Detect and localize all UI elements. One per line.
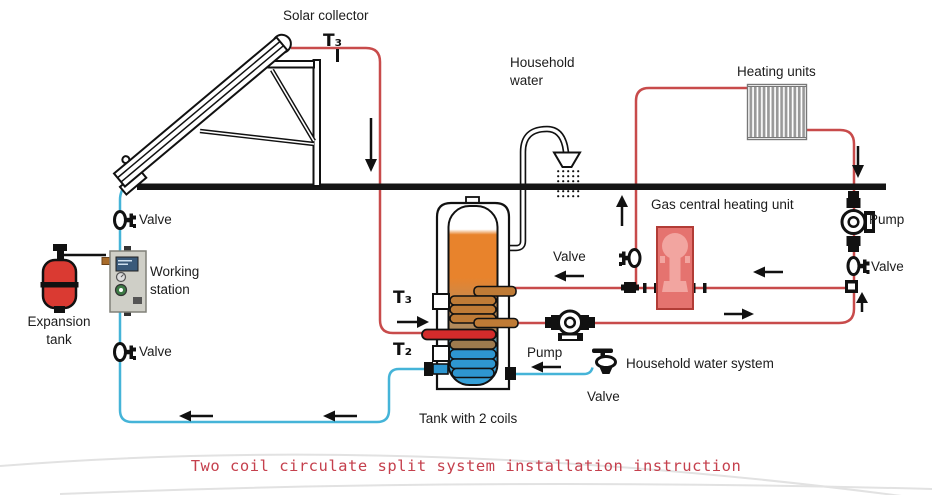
expansion-tank-icon [40, 244, 112, 313]
label-gas-central-heating-unit: Gas central heating unit [651, 197, 794, 212]
label-heating-units: Heating units [737, 64, 816, 79]
solar-return-pipe [118, 183, 436, 424]
solar-hot-pipe [291, 46, 424, 335]
label-tank-caption: Tank with 2 coils [419, 411, 518, 426]
shower-pipe [505, 125, 570, 252]
label-valve-left-top: Valve [139, 212, 172, 227]
tank-with-two-coils [421, 196, 519, 391]
radiator [746, 83, 808, 141]
label-household-water: Household water [510, 55, 575, 88]
arrow-down-solar [365, 118, 377, 172]
arrow-left-cold-feed [531, 361, 561, 373]
t2-sensor-stub [432, 345, 450, 362]
arrow-right-return [724, 308, 754, 320]
label-expansion-tank: Expansion tank [27, 314, 91, 347]
working-station-icon [109, 246, 147, 316]
label-household-water-system: Household water system [626, 356, 774, 371]
label-working-station: Working station [150, 264, 200, 297]
tee-fitting [845, 280, 858, 293]
label-valve-mid: Valve [553, 249, 586, 264]
valve-left-bottom-icon [113, 342, 136, 362]
label-t2-tank: T₂ [393, 340, 413, 360]
t3-sensor-stub [432, 293, 450, 310]
flow-arrows [179, 118, 868, 422]
pipe-union-fitting [621, 282, 639, 293]
label-t3-tank: T₃ [393, 288, 413, 308]
label-valve-left-bottom: Valve [139, 344, 172, 359]
solar-inlet-tube [421, 328, 497, 341]
gas-boiler [643, 226, 707, 310]
valve-mid-icon [619, 248, 642, 268]
cold-feed-pipe [516, 367, 594, 376]
shower-head-icon [552, 151, 582, 168]
label-valve-bottom: Valve [587, 389, 620, 404]
arrow-left-main [753, 266, 783, 278]
pump-center-icon [545, 309, 595, 341]
floor-line [137, 183, 886, 190]
t3-sensor-tick [336, 49, 339, 62]
arrow-up-boiler-supply [616, 195, 628, 226]
label-t3-top: T₃ [323, 31, 343, 51]
label-pump-center: Pump [527, 345, 563, 360]
label-valve-right: Valve [871, 259, 904, 274]
arrow-down-radiator [852, 146, 864, 178]
background-swoosh [0, 453, 932, 495]
valve-left-top-icon [113, 210, 136, 230]
arrow-up-tee [856, 292, 868, 312]
pump-right-icon [840, 191, 875, 252]
arrow-left-coil-inlet [554, 270, 584, 282]
cold-inlet-stub [505, 367, 516, 380]
diagram-title: Two coil circulate split system installa… [190, 457, 742, 475]
lower-coil [449, 339, 497, 379]
arrow-left-return1 [179, 410, 213, 422]
arrow-right-tank-inlet [397, 316, 429, 328]
solar-collector [112, 33, 339, 196]
faucet-icon [592, 348, 617, 374]
label-solar-collector: Solar collector [283, 8, 369, 23]
label-pump-right: Pump [869, 212, 905, 227]
valve-right-icon [846, 256, 870, 276]
arrow-left-return2 [323, 410, 357, 422]
